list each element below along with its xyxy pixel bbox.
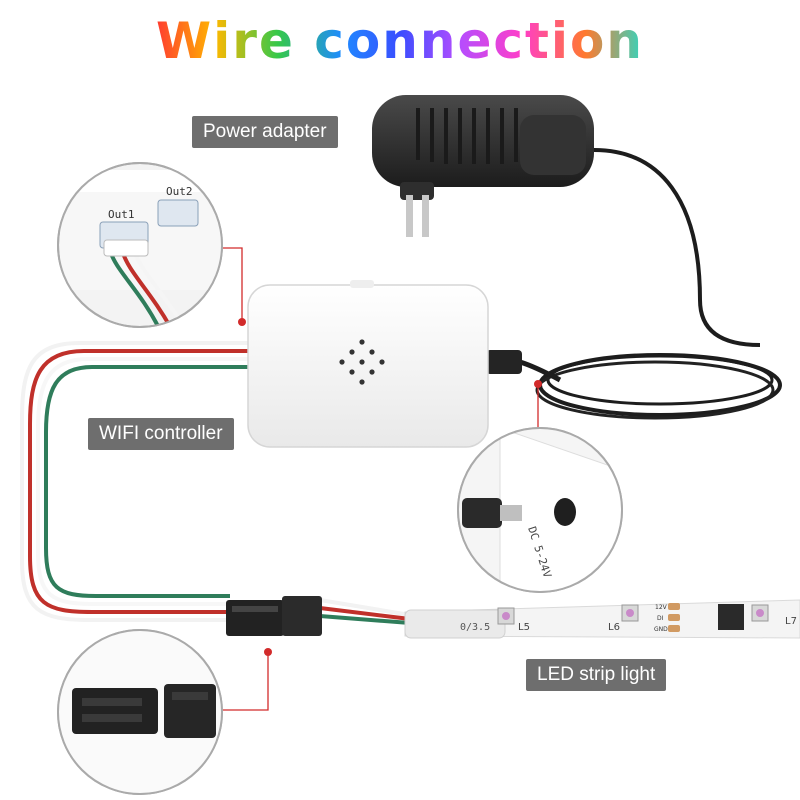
power-adapter-label: Power adapter (192, 116, 338, 148)
callout-dots (238, 318, 542, 656)
solder-pads: 12V DI GND (654, 603, 680, 633)
strip-l7-label: L7 (785, 616, 797, 627)
zoom-dc-jack: DC 5-24V (457, 427, 623, 593)
pad-label-12v: 12V (655, 604, 668, 611)
wifi-controller-box (247, 280, 489, 448)
pad-label-di: DI (657, 615, 664, 622)
sm-connector (226, 596, 322, 636)
zoom-controller-outputs: Out1 Out2 (57, 162, 223, 328)
zoom-connector (57, 629, 223, 795)
port-out2-label: Out2 (166, 185, 193, 198)
wifi-controller-label: WIFI controller (88, 418, 234, 450)
three-wire-cable (20, 341, 411, 625)
port-out1-label: Out1 (108, 208, 135, 221)
pad-label-gnd: GND (654, 626, 668, 633)
strip-code-label: 0/3.5 (460, 622, 490, 633)
strip-l5-label: L5 (518, 622, 530, 633)
strip-l6-label: L6 (608, 622, 620, 633)
led-strip: 0/3.5 L5 L6 12V DI GND L7 (404, 599, 800, 639)
led-strip-label: LED strip light (526, 659, 667, 691)
diagram-title: Wire connection (156, 12, 644, 70)
